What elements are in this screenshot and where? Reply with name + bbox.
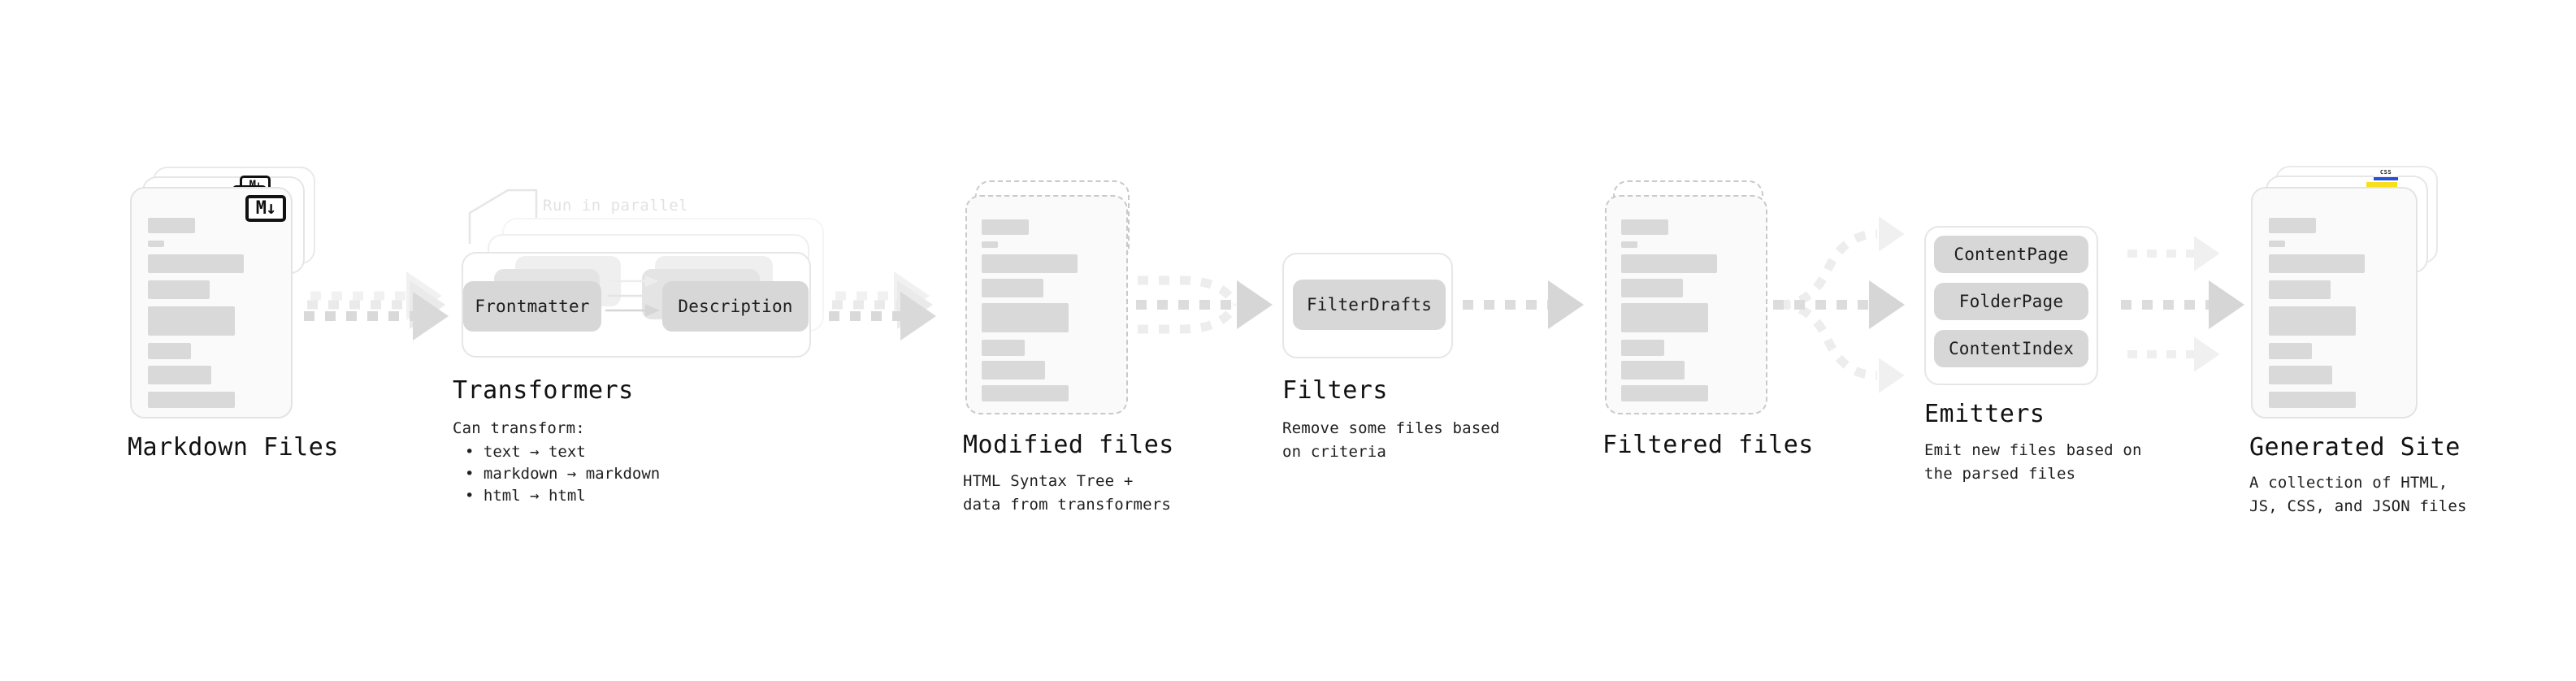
conn-filtered-to-emitters (1773, 216, 1905, 393)
emitters-subtitle: Emit new files based on the parsed files (1924, 441, 2142, 483)
run-in-parallel-label: Run in parallel (543, 197, 689, 215)
conn-modified-to-filters (1136, 275, 1273, 334)
css-badge-icon: CSS (2374, 169, 2398, 180)
chip-contentpage[interactable]: ContentPage (1934, 236, 2088, 273)
chip-filterdrafts[interactable]: FilterDrafts (1293, 280, 1446, 330)
conn-transformers-to-modified (829, 271, 936, 340)
modified-files-title: Modified files (963, 431, 1174, 459)
chip-contentindex[interactable]: ContentIndex (1934, 330, 2088, 367)
conn-emitters-to-site (2121, 236, 2244, 372)
generated-site-title: Generated Site (2249, 433, 2461, 462)
markdown-badge-front: M↓ (245, 195, 286, 222)
chip-frontmatter[interactable]: Frontmatter (463, 281, 601, 332)
transformers-subtitle: Can transform: (453, 419, 585, 437)
filters-title: Filters (1282, 376, 1388, 405)
generated-site-subtitle: A collection of HTML, JS, CSS, and JSON … (2249, 474, 2467, 515)
transformers-title: Transformers (453, 376, 634, 405)
transformers-bullet-0: • text → text (465, 443, 586, 461)
filtered-files-title: Filtered files (1602, 431, 1814, 459)
css-badge-label: CSS (2374, 169, 2398, 176)
chip-folderpage[interactable]: FolderPage (1934, 283, 2088, 320)
emitters-title: Emitters (1924, 400, 2045, 428)
transformers-bullet-1: • markdown → markdown (465, 465, 661, 483)
filters-subtitle: Remove some files based on criteria (1282, 419, 1500, 461)
conn-filters-to-filtered (1463, 280, 1584, 329)
transformers-bullet-2: • html → html (465, 487, 586, 505)
chip-description[interactable]: Description (662, 281, 809, 332)
markdown-files-title: Markdown Files (128, 433, 339, 462)
conn-md-to-transformers (304, 271, 449, 340)
modified-files-subtitle: HTML Syntax Tree + data from transformer… (963, 472, 1172, 514)
